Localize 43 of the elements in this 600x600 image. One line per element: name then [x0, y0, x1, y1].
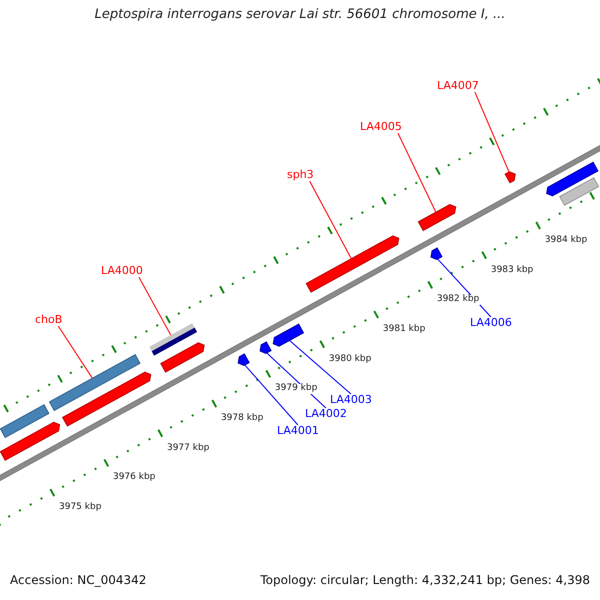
scale-label: 3978 kbp — [220, 414, 264, 424]
gene-feature — [160, 342, 205, 373]
scale-label: 3981 kbp — [382, 325, 426, 335]
scale-label: 3982 kbp — [436, 295, 480, 306]
gene-bar — [48, 354, 141, 412]
leader-line — [289, 340, 352, 394]
gene-label: LA4005 — [360, 121, 402, 134]
accession-text: Accession: NC_004342 — [10, 574, 146, 588]
scale-label: 3984 kbp — [544, 236, 588, 246]
leader-line — [474, 92, 510, 172]
gene-feature — [430, 247, 443, 260]
scale-label: 3980 kbp — [328, 354, 372, 365]
gene-feature — [0, 422, 60, 461]
gene-feature — [238, 353, 250, 366]
gene-label: sph3 — [287, 169, 314, 182]
gene-feature — [272, 323, 304, 347]
gene-label: LA4007 — [437, 80, 479, 92]
gene-feature — [306, 235, 400, 293]
gene-feature — [260, 341, 272, 354]
gene-bar — [559, 177, 600, 206]
scale-label: 3977 kbp — [166, 444, 210, 454]
gene-label: choB — [35, 314, 62, 326]
leader-line — [244, 364, 298, 426]
title-text: Leptospira interrogans serovar Lai str. 56601 chromosome I, ... — [94, 8, 506, 22]
gene-label: LA4006 — [470, 317, 512, 330]
leader-line — [138, 276, 172, 336]
gene-label: LA4002 — [305, 408, 347, 420]
gene-label: LA4001 — [277, 425, 319, 438]
gene-feature — [546, 162, 599, 196]
leader-line — [58, 326, 93, 379]
scale-label: 3979 kbp — [274, 384, 318, 394]
gene-feature — [504, 171, 516, 184]
gene-feature — [62, 372, 152, 427]
genome-info-text: Topology: circular; Length: 4,332,241 bp; Genes: 4,398 — [260, 574, 590, 588]
leader-line — [397, 132, 436, 213]
scale-label: 3976 kbp — [112, 473, 156, 484]
gene-bar — [0, 404, 50, 438]
gene-label: LA4003 — [330, 394, 372, 406]
scale-label: 3975 kbp — [58, 503, 102, 514]
scale-label: 3983 kbp — [490, 266, 534, 276]
leader-line — [309, 180, 352, 260]
gene-label: LA4000 — [101, 265, 143, 278]
gene-feature — [418, 204, 456, 232]
